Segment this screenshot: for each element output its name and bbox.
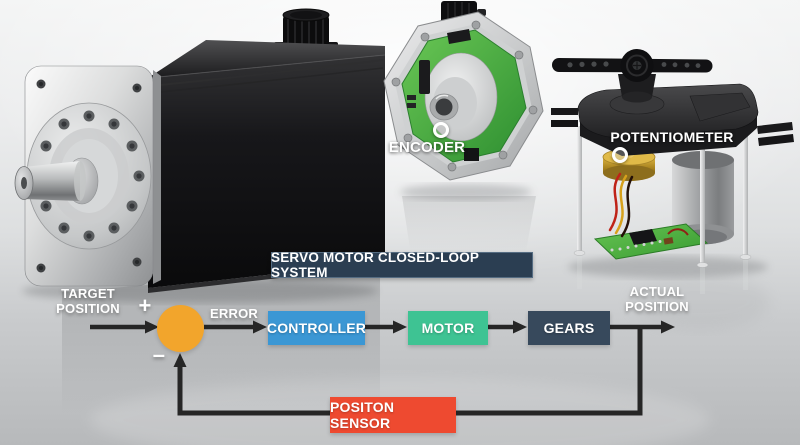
potentiometer-callout-ring-icon (612, 147, 628, 163)
gears-block: GEARS (528, 311, 610, 345)
servo-wires (608, 172, 634, 238)
standoff-legs (573, 126, 752, 268)
position-sensor-block: POSITON SENSOR (330, 397, 456, 433)
error-label: ERROR (210, 306, 258, 321)
servo-motor-render (14, 8, 386, 293)
encoder-screws (391, 20, 538, 172)
potentiometer-label: POTENTIOMETER (610, 129, 734, 145)
target-position-line2: POSITION (56, 301, 120, 316)
summing-junction (157, 305, 204, 352)
target-position-label: TARGET POSITION (40, 286, 136, 316)
potentiometer-render (551, 49, 794, 268)
actual-position-line1: ACTUAL (629, 284, 685, 299)
encoder-label: ENCODER (388, 139, 466, 156)
minus-sign: – (152, 342, 166, 367)
servo-case (551, 74, 794, 156)
title-banner: SERVO MOTOR CLOSED-LOOP SYSTEM (271, 250, 533, 280)
actual-position-label: ACTUAL POSITION (617, 284, 697, 314)
actual-position-line2: POSITION (625, 299, 689, 314)
plus-sign: + (138, 293, 152, 318)
floor-reflections (22, 184, 770, 445)
target-position-line1: TARGET (61, 286, 115, 301)
servo-horn (552, 49, 713, 82)
motor-block: MOTOR (408, 311, 488, 345)
pcb-part (593, 223, 709, 260)
encoder-callout-ring-icon (433, 122, 449, 138)
controller-block: CONTROLLER (267, 311, 366, 345)
